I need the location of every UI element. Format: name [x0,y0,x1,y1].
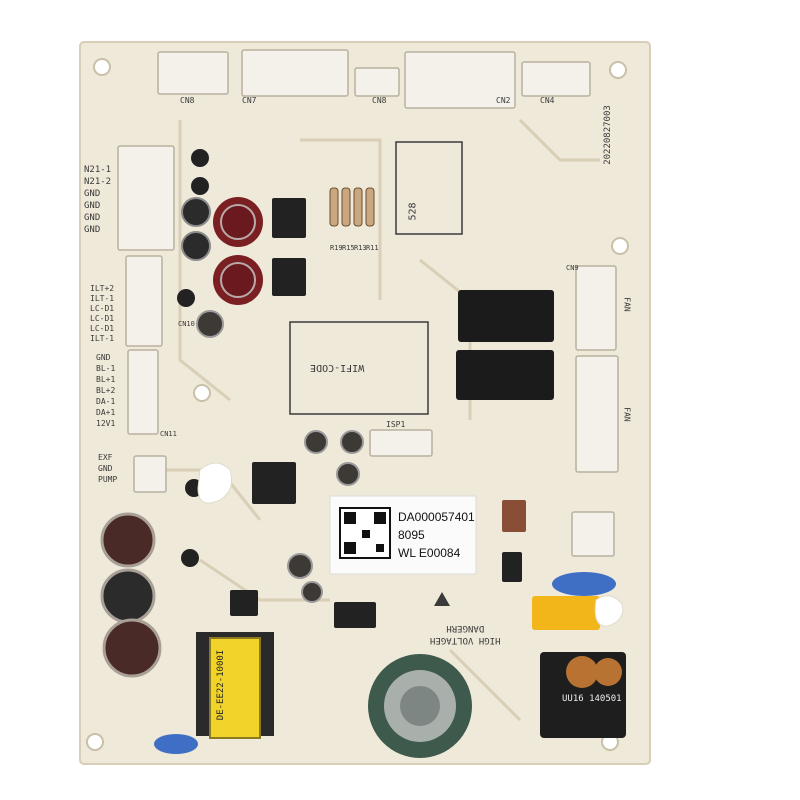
silk-label: BL-1 [96,364,116,373]
warning-line-1: HIGH VOLTAGEH [430,635,501,645]
stamp-code: 528 [407,202,419,221]
resistor-bank [329,187,375,227]
silk-label: N21-2 [84,177,112,187]
red-capacitors [213,197,263,305]
left-silk-labels-2: ILT+2 ILT-1 LC-D1 LC-D1 LC-D1 ILT-1 [90,284,114,344]
silk-label: LC-D1 [90,304,115,313]
silk-label: CN11 [160,430,177,438]
glue [197,462,624,627]
wifi-box [289,321,429,415]
silk-label: LC-D1 [90,314,115,323]
silk-label: LC-D1 [90,324,115,333]
left-silk-labels: N21-1 N21-2 GND GND GND GND [84,164,111,236]
relays [456,290,554,400]
transformer-label: DE-EE22-1000I [216,649,227,721]
silk-label: ILT-1 [90,334,115,343]
transformer [196,632,274,739]
silk-label: CN9 [566,264,579,272]
left-silk-labels-3: GND BL-1 BL+1 BL+2 DA-1 DA+1 12V1 [96,352,115,429]
small-capacitors [181,197,364,603]
silk-label: CN8 [372,96,387,105]
silk-label: FAN [622,297,632,312]
silk-label: CN7 [242,96,257,105]
sticker-qr [339,507,391,559]
safety-capacitors [154,500,616,754]
silk-label: FAN [622,407,632,422]
silk-label: GND [84,213,101,223]
mounting-holes [86,58,629,751]
silk-label: R11 [366,244,379,252]
choke [540,652,626,738]
high-voltage-warning: HIGH VOLTAGEH DANGERH [430,622,500,646]
side-code: 20220827003 [602,105,613,165]
bulk-capacitor [368,654,472,758]
sticker-text: DA000057401 8095 WL E00084 [398,508,475,562]
silk-label: R15 [342,244,355,252]
silk-label: R13 [354,244,367,252]
silk-label: ILT-1 [90,294,115,303]
silk-label: GND [84,201,101,211]
silk-label: GND [84,189,101,199]
silk-label: BL+2 [96,386,116,395]
sticker-line-3: WL E00084 [398,546,461,560]
silk-label: CN8 [180,96,195,105]
left-connectors [117,145,175,493]
silk-label: 12V1 [96,419,116,428]
silk-label: GND [98,464,113,473]
silk-label: N21-1 [84,165,112,175]
top-connectors [157,49,591,109]
sticker-line-2: 8095 [398,528,425,542]
sticker-line-1: DA000057401 [398,510,475,524]
isp-label: ISP1 [386,420,406,429]
silk-label: EXF [98,453,113,462]
silk-label: BL+1 [96,375,116,384]
small-black-components [177,149,522,628]
large-capacitors-left [100,512,162,678]
silk-label: PUMP [98,475,118,484]
silk-label: ILT+2 [90,284,115,293]
silk-label: GND [96,353,111,362]
pump-silk-labels: EXF GND PUMP [98,452,117,485]
qr-box [395,141,463,235]
wifi-code-label: WIFI-CODE [310,362,365,373]
right-connectors [369,265,619,557]
silk-label: DA+1 [96,408,116,417]
silk-label: GND [84,225,101,235]
silk-label: R19 [330,244,343,252]
silk-label: CN4 [540,96,555,105]
silk-label: DA-1 [96,397,116,406]
silk-label: CN2 [496,96,511,105]
silk-label: CN10 [178,320,195,328]
warning-line-2: DANGERH [446,623,485,633]
warning-icon [434,592,450,606]
choke-label: UU16 140501 [562,694,622,704]
